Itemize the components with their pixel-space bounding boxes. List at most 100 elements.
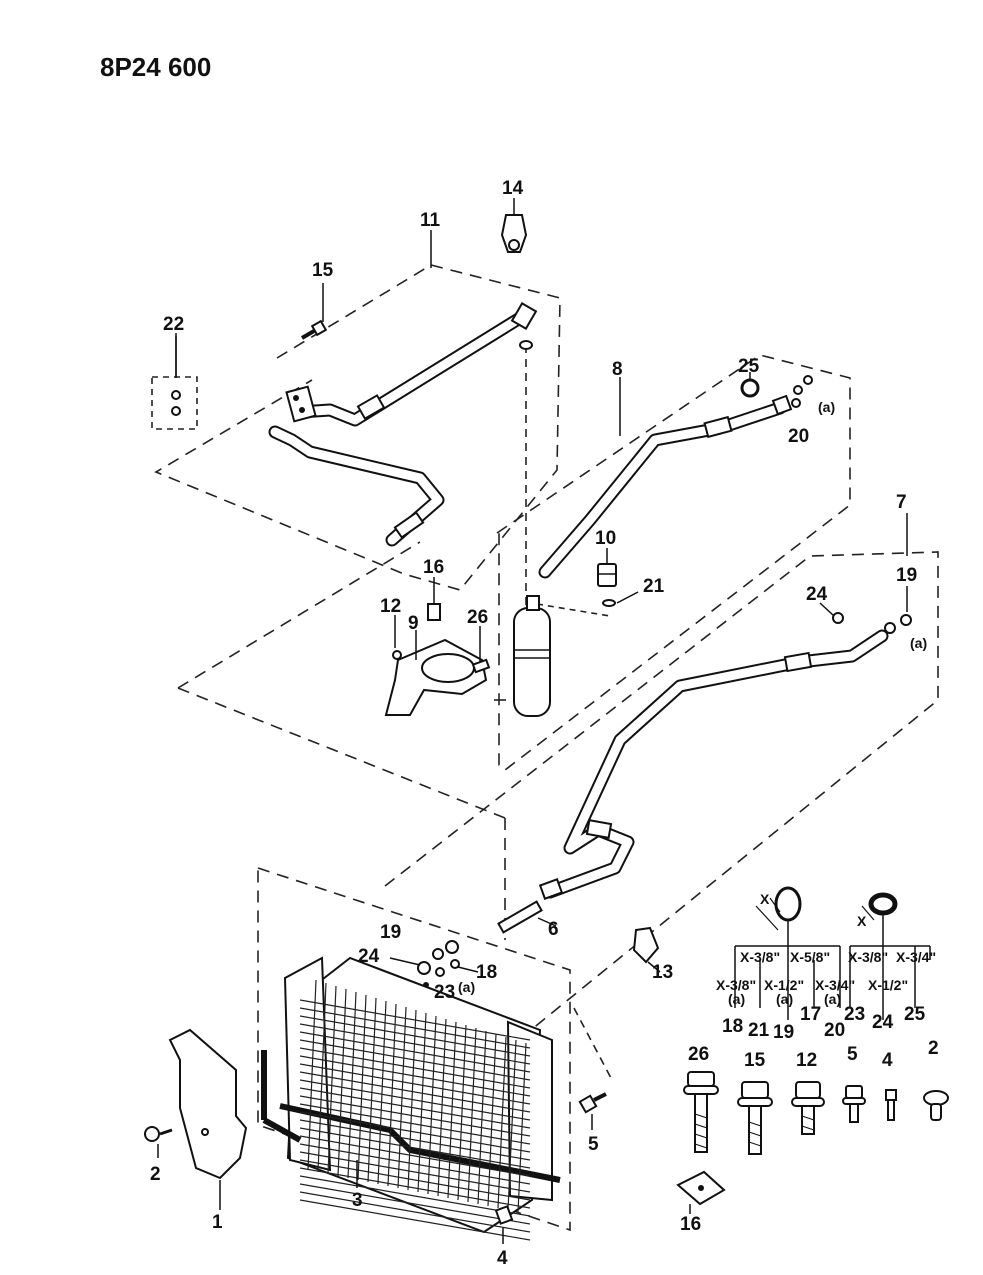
legend-num: 19 — [773, 1022, 794, 1043]
callout-25: 25 — [738, 356, 760, 377]
callout-4: 4 — [497, 1248, 508, 1269]
callout-7: 7 — [896, 492, 907, 513]
receiver-drier — [513, 595, 551, 717]
legend-num: 25 — [904, 1004, 926, 1025]
legend-num: 17 — [800, 1004, 821, 1025]
condenser-fin — [477, 1030, 487, 1205]
callout-21: 21 — [643, 576, 665, 597]
nut-16-hardware — [676, 1170, 726, 1206]
condenser-fin — [299, 1031, 531, 1073]
legend-num: 20 — [824, 1020, 845, 1041]
legend-size: X-3/8" — [740, 949, 780, 965]
condenser-fin — [427, 1015, 437, 1195]
callout-5: 5 — [588, 1134, 599, 1155]
legend-size: X-3/4" — [896, 949, 936, 965]
condenser-fin — [517, 1042, 527, 1213]
condenser-bracket-1 — [168, 1028, 248, 1190]
condenser-fin — [337, 988, 347, 1177]
condenser-fin — [299, 1055, 531, 1097]
condenser-fin — [299, 1127, 531, 1169]
condenser-fin — [367, 997, 377, 1183]
note-a: (a) — [910, 635, 927, 651]
callout-24: 24 — [358, 946, 380, 967]
callout-3: 3 — [352, 1190, 363, 1211]
condenser-fin — [407, 1009, 417, 1191]
condenser-fin — [299, 1111, 531, 1153]
callout-24: 24 — [806, 584, 828, 605]
callout-8: 8 — [612, 359, 623, 380]
legend-size: X-3/8" — [848, 949, 888, 965]
suction-hose-8 — [538, 375, 813, 579]
clip-13 — [632, 926, 661, 973]
washer-sizing-legend: X X X-3/8" X-5/8" X-3/8" X-1/2" X-3/4" (… — [716, 886, 936, 1043]
hardware-2: 2 — [928, 1038, 939, 1059]
screw-4-hardware — [885, 1089, 897, 1121]
condenser-fin — [307, 979, 317, 1171]
drier-bracket-9 — [384, 603, 491, 716]
callout-leaders — [175, 230, 908, 1214]
condenser-fin — [357, 994, 367, 1181]
condenser-fin — [467, 1027, 477, 1203]
hardware-16: 16 — [680, 1214, 701, 1235]
callout-16: 16 — [423, 557, 444, 578]
callout-14: 14 — [502, 178, 524, 199]
fitting-6 — [497, 900, 557, 934]
legend-num: 23 — [844, 1004, 865, 1025]
callout-6: 6 — [548, 919, 559, 940]
condenser-fin — [299, 1135, 531, 1177]
legend-note: (a) — [824, 991, 841, 1007]
callout-26: 26 — [467, 607, 488, 628]
clip-14 — [500, 198, 528, 253]
callout-22: 22 — [163, 314, 184, 335]
callout-numbers: 14 11 15 22 8 25 (a) 20 7 10 16 19 21 24… — [150, 178, 939, 1269]
condenser-fin — [507, 1039, 517, 1211]
condenser-screws — [144, 1092, 607, 1244]
condenser-fin — [299, 1183, 531, 1225]
legend-x-left: X — [760, 891, 770, 907]
hardware-5: 5 — [847, 1044, 858, 1065]
condenser-fin — [347, 991, 357, 1179]
condenser-fin — [299, 1191, 531, 1233]
condenser-fin — [299, 1199, 531, 1241]
condenser-fin — [299, 1079, 531, 1121]
condenser-fin — [387, 1003, 397, 1187]
callout-12: 12 — [380, 596, 401, 617]
legend-size: X-1/2" — [868, 977, 908, 993]
callout-18: 18 — [476, 962, 497, 983]
diagram-title: 8P24 600 — [100, 52, 211, 82]
callout-15: 15 — [312, 260, 334, 281]
clip-2-hardware — [923, 1090, 949, 1121]
legend-x-right: X — [857, 913, 867, 929]
legend-size: X-1/2" — [764, 977, 804, 993]
condenser-fin — [299, 1039, 531, 1081]
callout-19: 19 — [896, 565, 917, 586]
bolt-15-hardware — [737, 1081, 773, 1155]
legend-size: X-5/8" — [790, 949, 830, 965]
condenser — [261, 956, 561, 1241]
note-a: (a) — [818, 399, 835, 415]
condenser-fin — [299, 1047, 531, 1089]
legend-num: 21 — [748, 1020, 770, 1041]
legend-note: (a) — [728, 991, 745, 1007]
condenser-fin — [317, 982, 327, 1173]
condenser-fin — [487, 1033, 497, 1207]
bolt-26 — [683, 1071, 719, 1153]
discharge-hose-assembly — [268, 301, 538, 547]
callout-20: 20 — [788, 426, 809, 447]
pressure-switch-10 — [597, 548, 639, 607]
legend-num: 18 — [722, 1016, 743, 1037]
condenser-fin — [299, 1119, 531, 1161]
legend-size: X-3/4" — [815, 977, 855, 993]
callout-9: 9 — [408, 613, 419, 634]
condenser-washers — [389, 940, 479, 988]
condenser-fin — [299, 1175, 531, 1217]
legend-num: 24 — [872, 1012, 894, 1033]
condenser-fin — [299, 1071, 531, 1113]
condenser-fin — [299, 1143, 531, 1185]
legend-size: X-3/8" — [716, 977, 756, 993]
callout-19: 19 — [380, 922, 401, 943]
screw-5-hardware — [842, 1085, 866, 1123]
bolt-12-hardware — [791, 1081, 825, 1135]
condenser-fin — [377, 1000, 387, 1185]
